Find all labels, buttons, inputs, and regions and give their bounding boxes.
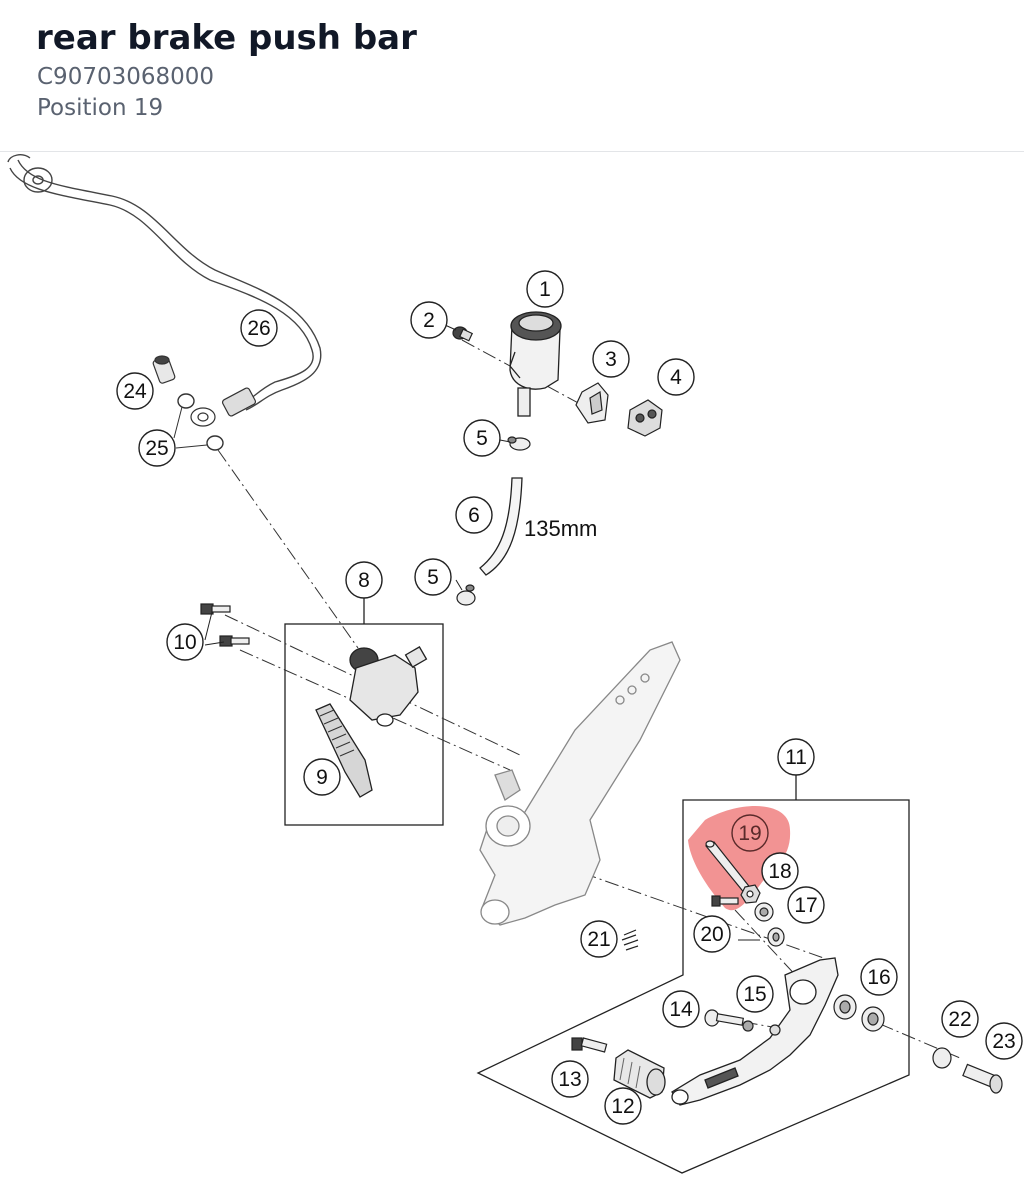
callout-5-upper: 5	[476, 427, 488, 450]
hose-clamp-lower	[456, 584, 476, 606]
nut	[740, 884, 761, 904]
callout-16: 16	[867, 966, 890, 989]
callout-24: 24	[123, 380, 147, 403]
callout-25: 25	[145, 437, 168, 460]
callout-2: 2	[423, 309, 435, 332]
page-header: rear brake push bar C90703068000 Positio…	[0, 0, 1024, 152]
clip	[627, 399, 663, 437]
callout-19: 19	[738, 822, 761, 845]
callout-14: 14	[669, 998, 693, 1021]
measure-label: 135mm	[524, 516, 597, 541]
callout-9: 9	[316, 766, 328, 789]
screw	[452, 326, 474, 342]
hose-clamp-upper	[507, 436, 531, 451]
bolt-upper	[200, 603, 231, 615]
diagram-svg: 135mm	[7, 154, 1023, 1174]
brake-hose	[7, 154, 322, 411]
callout-8: 8	[358, 569, 370, 592]
footrest-bracket	[479, 641, 681, 926]
callout-18: 18	[768, 860, 791, 883]
callout-13: 13	[558, 1068, 581, 1091]
master-cylinder	[349, 646, 428, 727]
reservoir-hose	[479, 477, 523, 576]
banjo-bolt	[152, 355, 176, 384]
brake-pedal	[671, 957, 839, 1106]
group-box-11	[476, 799, 910, 1174]
callout-26: 26	[247, 317, 270, 340]
callout-15: 15	[743, 983, 766, 1006]
callout-circles	[116, 270, 1023, 1125]
callout-23: 23	[992, 1030, 1015, 1053]
callout-5-lower: 5	[427, 566, 439, 589]
callout-3: 3	[605, 348, 617, 371]
callout-1: 1	[539, 278, 551, 301]
washer-upper	[177, 393, 195, 409]
bolt-lower	[219, 635, 250, 647]
callout-20: 20	[700, 923, 723, 946]
callout-labels: 1 2 3 4 5 6 5 8 9 10 11 12 13 14 15 16 1…	[123, 278, 1015, 1118]
bolt-13	[571, 1037, 608, 1053]
highlight-region	[688, 806, 791, 911]
position-label: Position 19	[37, 95, 164, 121]
bolt-14	[704, 1009, 781, 1036]
washer-lower	[206, 435, 224, 451]
pedal-bushings	[833, 994, 885, 1032]
exploded-diagram: 135mm	[0, 152, 1024, 1177]
callout-10: 10	[173, 631, 196, 654]
callout-4: 4	[670, 366, 682, 389]
part-number: C90703068000	[37, 64, 215, 90]
washer-20	[767, 927, 785, 947]
reservoir	[509, 311, 562, 417]
callout-12: 12	[611, 1095, 634, 1118]
push-rod	[315, 703, 373, 798]
page-title: rear brake push bar	[36, 18, 417, 58]
pivot-bolt	[711, 895, 739, 907]
return-spring	[621, 929, 639, 951]
washer-22	[932, 1047, 952, 1069]
callout-17: 17	[794, 894, 817, 917]
hose-fitting	[190, 387, 257, 427]
pivot-bolt-23	[962, 1063, 1003, 1094]
callout-21: 21	[587, 928, 610, 951]
pedal-step	[613, 1049, 666, 1099]
bracket	[575, 382, 609, 424]
callout-22: 22	[948, 1008, 971, 1031]
bushing	[754, 902, 774, 922]
callout-6: 6	[468, 504, 480, 527]
leader-lines	[204, 324, 760, 941]
brake-pin	[705, 840, 753, 896]
callout-11: 11	[785, 746, 807, 769]
